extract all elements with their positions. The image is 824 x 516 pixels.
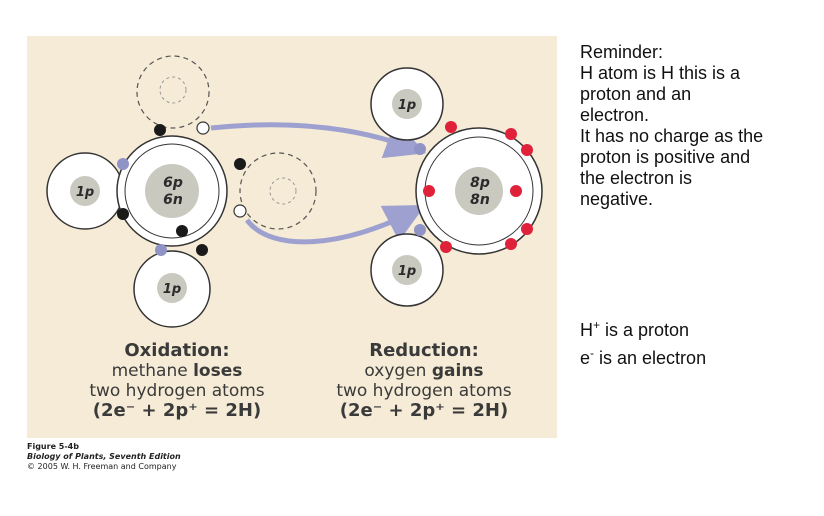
- oxidation-caption: Oxidation: methane loses two hydrogen at…: [52, 341, 302, 421]
- hydrogen-nucleus-bottom: [157, 273, 187, 303]
- oxygen-electron: [440, 241, 452, 253]
- received-hydrogen-electron: [414, 143, 426, 155]
- note-line: proton and an: [580, 84, 692, 104]
- caption-line: oxygen gains: [299, 361, 549, 381]
- book-title: Biology of Plants, Seventh Edition: [27, 452, 181, 461]
- carbon-inner-ring: [124, 143, 220, 239]
- electron-definition: e- is an electron: [580, 342, 820, 370]
- oxygen-electron: [510, 185, 522, 197]
- oxygen-neutrons-label: 8n: [470, 192, 490, 208]
- carbon-electron: [196, 244, 208, 256]
- hydrogen-electron: [117, 158, 129, 170]
- lost-hydrogen-nucleus-top: [159, 76, 187, 104]
- proton-text: is a proton: [600, 320, 690, 340]
- hydrogen-nucleus-left: [70, 176, 100, 206]
- figure-panel: 6p 6n 1p 1p 8p 8n 1p 1p Oxidation: metha…: [27, 36, 557, 438]
- reduction-caption: Reduction: oxygen gains two hydrogen ato…: [299, 341, 549, 421]
- carbon-protons-label: 6p: [163, 175, 183, 191]
- lost-hydrogen-nucleus-right: [269, 177, 297, 205]
- figure-number: Figure 5-4b: [27, 442, 79, 451]
- reminder-note: Reminder: H atom is H this is a proton a…: [580, 42, 820, 210]
- hydrogen-left-label: 1p: [76, 185, 94, 200]
- gained-hydrogen-nucleus-bottom: [392, 255, 422, 285]
- hydrogen-bottom-label: 1p: [163, 282, 181, 297]
- oxygen-protons-label: 8p: [470, 175, 490, 191]
- figure-credits: Figure 5-4b Biology of Plants, Seventh E…: [27, 442, 181, 472]
- note-line: H atom is H this is a: [580, 63, 741, 83]
- proton-definition: H+ is a proton: [580, 314, 820, 342]
- gained-hydrogen-bottom-label: 1p: [398, 264, 416, 279]
- note-line: It has no charge as the: [580, 126, 764, 146]
- gained-hydrogen-nucleus-top: [392, 89, 422, 119]
- caption-text: oxygen: [364, 361, 432, 381]
- definitions: H+ is a proton e- is an electron: [580, 314, 820, 370]
- oxygen-electron: [445, 121, 457, 133]
- carbon-electron: [154, 124, 166, 136]
- transfer-arrow-bottom: [244, 205, 426, 245]
- oxygen-electron: [521, 223, 533, 235]
- carbon-nucleus: [145, 164, 199, 218]
- caption-emphasis: gains: [431, 361, 484, 381]
- transferred-electron: [233, 204, 247, 218]
- transfer-arrow-top: [210, 120, 427, 159]
- caption-equation: (2e⁻ + 2p⁺ = 2H): [92, 400, 262, 421]
- received-hydrogen-electron: [414, 224, 426, 236]
- gained-hydrogen-top-label: 1p: [398, 98, 416, 113]
- caption-line: methane loses: [52, 361, 302, 381]
- note-line: Reminder:: [580, 42, 664, 62]
- lost-hydrogen-shell-right: [239, 152, 317, 230]
- caption-line: two hydrogen atoms: [336, 381, 512, 401]
- note-line: electron.: [580, 105, 650, 125]
- electron-symbol: e: [580, 348, 591, 368]
- carbon-electron: [176, 225, 188, 237]
- caption-equation: (2e⁻ + 2p⁺ = 2H): [339, 400, 509, 421]
- oxygen-electron: [505, 128, 517, 140]
- caption-line: two hydrogen atoms: [89, 381, 265, 401]
- carbon-electron: [117, 208, 129, 220]
- transferred-electron: [196, 121, 210, 135]
- proton-charge: +: [593, 318, 601, 332]
- copyright: © 2005 W. H. Freeman and Company: [27, 462, 177, 471]
- carbon-neutrons-label: 6n: [163, 192, 183, 208]
- note-line: proton is positive and: [580, 147, 751, 167]
- electron-charge: -: [590, 346, 595, 360]
- electron-text: is an electron: [594, 348, 707, 368]
- oxygen-electron: [521, 144, 533, 156]
- hydrogen-electron: [155, 244, 167, 256]
- oxygen-electron: [505, 238, 517, 250]
- caption-title: Oxidation:: [124, 340, 230, 361]
- oxygen-nucleus: [455, 167, 503, 215]
- proton-symbol: H: [580, 320, 593, 340]
- note-line: negative.: [580, 189, 654, 209]
- electron-transfer-diagram: 6p 6n 1p 1p 8p 8n 1p 1p: [46, 55, 543, 328]
- caption-text: methane: [111, 361, 194, 381]
- carbon-electron: [234, 158, 246, 170]
- lost-hydrogen-shell-top: [136, 55, 210, 129]
- oxygen-electron: [423, 185, 435, 197]
- caption-emphasis: loses: [193, 361, 243, 381]
- note-line: the electron is: [580, 168, 693, 188]
- caption-title: Reduction:: [369, 340, 479, 361]
